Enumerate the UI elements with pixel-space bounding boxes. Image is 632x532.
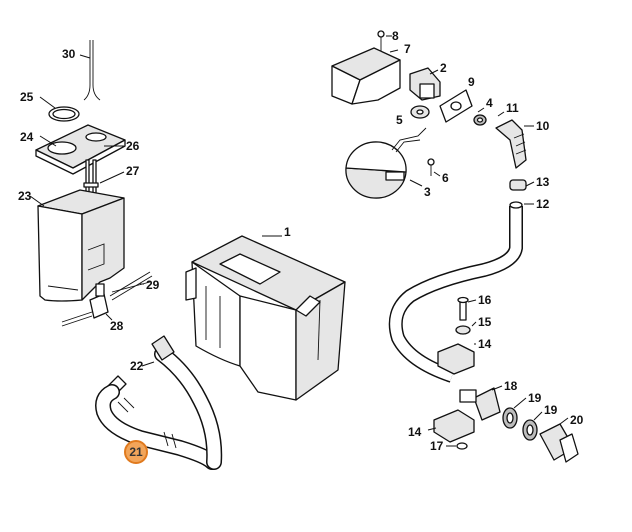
- callout-30: 30: [62, 47, 76, 61]
- part-2-valve: [409, 67, 441, 101]
- callout-21: 21: [129, 445, 143, 459]
- part-7-8-cap: [331, 30, 401, 105]
- callout-11: 11: [506, 101, 519, 115]
- callout-23: 23: [18, 189, 32, 203]
- part-5-washer: [410, 105, 430, 119]
- part-14-17-clip-lower: [427, 409, 475, 450]
- part-15-16-bolt: [455, 296, 477, 335]
- callout-25: 25: [20, 90, 34, 104]
- part-4-11-orings: [473, 107, 505, 126]
- callout-19-second: 19: [544, 403, 558, 417]
- callout-27: 27: [126, 164, 140, 178]
- callout-4: 4: [486, 96, 493, 110]
- callout-1: 1: [284, 225, 291, 239]
- callout-26: 26: [126, 139, 140, 153]
- callout-24: 24: [20, 130, 34, 144]
- callout-22: 22: [130, 359, 144, 373]
- callout-3: 3: [424, 185, 431, 199]
- part-21-22-hose: [95, 335, 223, 470]
- callout-12: 12: [536, 197, 550, 211]
- part-30-cable: [79, 40, 101, 101]
- callout-13: 13: [536, 175, 550, 189]
- callout-2: 2: [440, 61, 447, 75]
- part-24-lid: [35, 124, 126, 175]
- callout-19-first: 19: [528, 391, 542, 405]
- part-20-coupler: [539, 417, 579, 463]
- callout-8: 8: [392, 29, 399, 43]
- callout-18: 18: [504, 379, 518, 393]
- callout-7: 7: [404, 42, 411, 56]
- part-1-bracket: [185, 235, 346, 401]
- part-12-hose: [388, 201, 534, 383]
- part-28-29-fitting: [61, 271, 153, 327]
- part-10-elbow: [495, 119, 534, 169]
- callout-20: 20: [570, 413, 584, 427]
- callout-14-upper: 14: [478, 337, 492, 351]
- part-23-tank: [29, 189, 125, 302]
- callout-17: 17: [430, 439, 444, 453]
- part-18-connector: [459, 385, 503, 421]
- callout-16: 16: [478, 293, 492, 307]
- callout-10: 10: [536, 119, 550, 133]
- part-19-rings: [502, 397, 543, 441]
- highlight-marker-21: [124, 440, 148, 464]
- callout-6: 6: [442, 171, 449, 185]
- part-14-clip-upper: [437, 343, 476, 375]
- callout-29: 29: [146, 278, 160, 292]
- part-9-gasket: [439, 89, 473, 123]
- part-3-6-float: [345, 127, 441, 199]
- part-25-ring: [39, 96, 80, 122]
- callout-28: 28: [110, 319, 124, 333]
- callout-14-lower: 14: [408, 425, 422, 439]
- callout-9: 9: [468, 75, 475, 89]
- callout-5: 5: [396, 113, 403, 127]
- callout-15: 15: [478, 315, 492, 329]
- part-13-clamp: [509, 179, 535, 191]
